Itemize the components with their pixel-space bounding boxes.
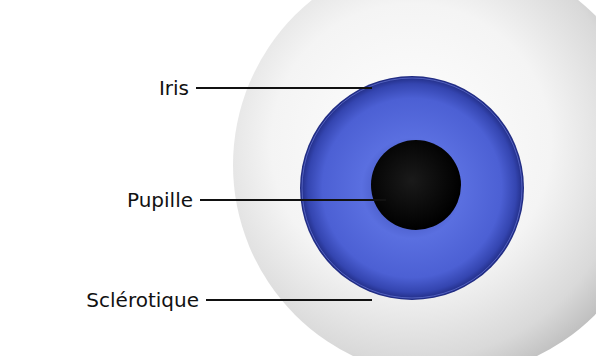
part-label: Iris <box>159 76 189 100</box>
iris <box>300 76 524 300</box>
sclera <box>233 0 596 356</box>
leader-line <box>196 87 372 89</box>
leader-line <box>200 199 386 201</box>
part-label: Sclérotique <box>86 288 199 312</box>
part-label: Pupille <box>127 188 193 212</box>
leader-line <box>206 299 372 301</box>
pupil <box>371 140 461 230</box>
iris-rim <box>302 78 522 298</box>
